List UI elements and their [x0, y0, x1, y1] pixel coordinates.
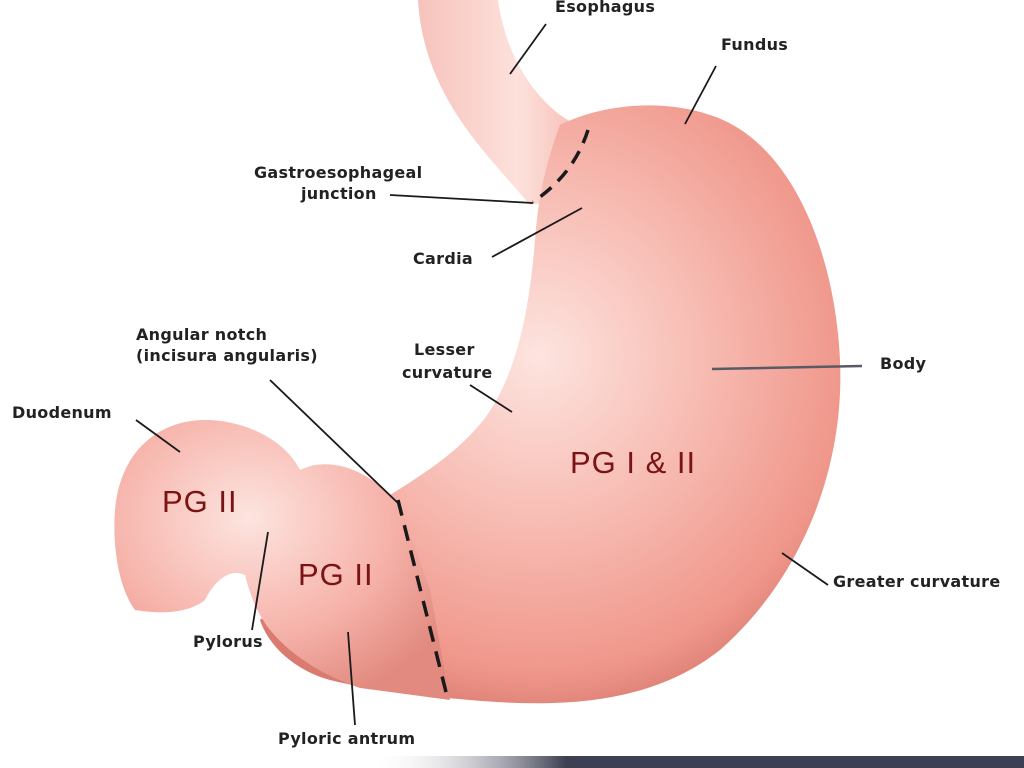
region-label-antrum: PG II — [298, 557, 374, 592]
leader-angular-notch — [269, 379, 401, 506]
region-label-body: PG I & II — [570, 445, 696, 480]
leader-pylorus — [251, 531, 269, 631]
label-angular-notch-line1: Angular notch — [136, 325, 267, 344]
leader-pyloric-antrum — [347, 631, 356, 726]
leader-body — [711, 364, 863, 371]
bottom-band — [370, 756, 1024, 768]
leader-fundus — [684, 65, 717, 125]
label-duodenum: Duodenum — [12, 403, 112, 422]
leader-lesser-curvature — [469, 384, 513, 413]
label-pyloric-antrum: Pyloric antrum — [278, 729, 415, 748]
label-lesser-curvature-line1: Lesser — [414, 340, 475, 359]
leader-greater-curvature — [781, 552, 829, 586]
label-lesser-curvature-line2: curvature — [402, 363, 492, 382]
label-greater-curvature: Greater curvature — [833, 572, 1001, 591]
leader-duodenum — [135, 419, 181, 453]
label-cardia: Cardia — [413, 249, 473, 268]
label-esophagus: Esophagus — [555, 0, 655, 16]
ge-junction-boundary — [532, 129, 590, 204]
label-ge-junction-line1: Gastroesophageal — [254, 163, 422, 182]
duodenum-shape — [114, 420, 450, 700]
label-body: Body — [880, 354, 927, 373]
label-ge-junction-line2: junction — [300, 184, 377, 203]
label-angular-notch-line2: (incisura angularis) — [136, 346, 318, 365]
leader-ge-junction — [389, 194, 534, 204]
label-pylorus: Pylorus — [193, 632, 263, 651]
label-fundus: Fundus — [721, 35, 788, 54]
region-label-duodenum: PG II — [162, 484, 238, 519]
leader-esophagus — [509, 23, 547, 75]
antrum-boundary — [396, 499, 450, 701]
leader-cardia — [491, 207, 583, 258]
